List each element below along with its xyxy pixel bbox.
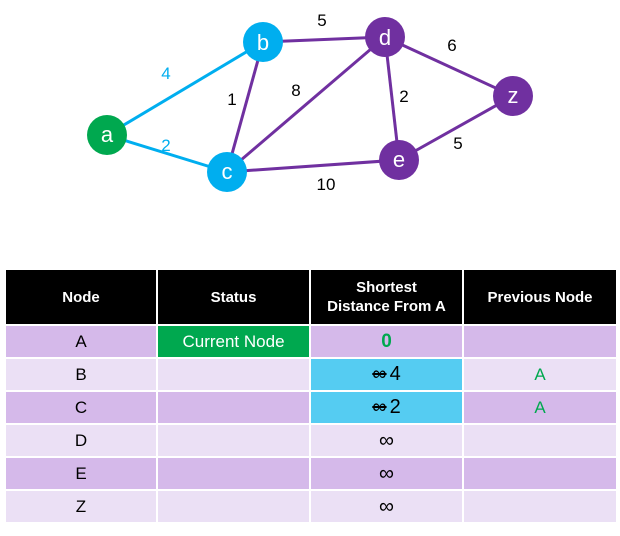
cell-status: [156, 423, 311, 458]
edge-a-b: [106, 40, 264, 137]
weight-a-c: 2: [161, 136, 170, 155]
node-a-label: a: [101, 122, 114, 147]
cell-distance: ∞2: [309, 390, 464, 425]
distance-value: ∞: [379, 461, 394, 485]
node-z: z: [493, 76, 533, 116]
edge-a-c: [106, 133, 228, 174]
node-c: c: [207, 152, 247, 192]
table-row: D ∞: [4, 423, 618, 458]
node-d-label: d: [379, 25, 391, 50]
edge-c-e: [226, 158, 400, 174]
node-e-circle: [379, 140, 419, 180]
distance-value: 4: [389, 363, 401, 385]
node-e: e: [379, 140, 419, 180]
cell-node: D: [4, 423, 158, 458]
cell-status: [156, 489, 311, 524]
node-c-label: c: [222, 159, 233, 184]
cell-status: [156, 456, 311, 491]
cell-node: C: [4, 390, 158, 425]
header-previous: Previous Node: [462, 268, 618, 326]
weight-b-c: 1: [227, 90, 236, 109]
edge-d-e: [383, 36, 401, 161]
distance-value: 0: [381, 330, 392, 352]
cell-distance: ∞: [309, 489, 464, 524]
node-d-circle: [365, 17, 405, 57]
graph-diagram: 4 2 1 5 8 10 2 6 5 a b c d e z: [87, 11, 533, 194]
table-row: E ∞: [4, 456, 618, 491]
distance-value: ∞: [379, 494, 394, 518]
cell-node: Z: [4, 489, 158, 524]
edge-b-c: [225, 41, 265, 173]
header-status: Status: [156, 268, 311, 326]
weight-d-e: 2: [399, 87, 408, 106]
distance-old-value: ∞: [372, 396, 387, 418]
node-z-label: z: [508, 83, 519, 108]
header-distance-line2: Distance From A: [327, 298, 446, 315]
cell-status: Current Node: [156, 324, 311, 359]
cell-distance: 0: [309, 324, 464, 359]
cell-distance: ∞: [309, 456, 464, 491]
header-distance: Shortest Distance From A: [309, 268, 464, 326]
edge-d-z: [384, 35, 514, 98]
distance-old-value: ∞: [372, 363, 387, 385]
table-row: Z ∞: [4, 489, 618, 524]
header-node: Node: [4, 268, 158, 326]
cell-node: A: [4, 324, 158, 359]
cell-previous: [462, 456, 618, 491]
table-row: A Current Node 0: [4, 324, 618, 359]
previous-value: A: [534, 397, 546, 417]
cell-previous: [462, 423, 618, 458]
node-z-circle: [493, 76, 533, 116]
cell-previous: [462, 489, 618, 524]
cell-distance: ∞4: [309, 357, 464, 392]
weight-e-z: 5: [453, 134, 462, 153]
weight-c-d: 8: [291, 81, 300, 100]
node-b: b: [243, 22, 283, 62]
cell-previous: A: [462, 357, 618, 392]
cell-previous: A: [462, 390, 618, 425]
table-row: B ∞4 A: [4, 357, 618, 392]
cell-node: E: [4, 456, 158, 491]
edge-e-z: [398, 94, 514, 162]
table-header-row: Node Status Shortest Distance From A Pre…: [4, 268, 618, 326]
cell-node: B: [4, 357, 158, 392]
dijkstra-table: Node Status Shortest Distance From A Pre…: [4, 268, 618, 524]
weight-d-z: 6: [447, 36, 456, 55]
header-distance-line1: Shortest: [356, 279, 417, 296]
cell-status: [156, 357, 311, 392]
node-c-circle: [207, 152, 247, 192]
node-b-label: b: [257, 30, 269, 55]
node-a-circle: [87, 115, 127, 155]
cell-status: [156, 390, 311, 425]
edge-c-d: [226, 35, 386, 174]
cell-distance: ∞: [309, 423, 464, 458]
edge-b-d: [262, 35, 386, 44]
previous-value: A: [534, 364, 546, 384]
weight-b-d: 5: [317, 11, 326, 30]
table-row: C ∞2 A: [4, 390, 618, 425]
distance-value: 2: [389, 396, 401, 418]
weight-c-e: 10: [317, 175, 336, 194]
cell-previous: [462, 324, 618, 359]
node-e-label: e: [393, 147, 405, 172]
distance-value: ∞: [379, 428, 394, 452]
node-a: a: [87, 115, 127, 155]
weight-a-b: 4: [161, 64, 170, 83]
node-b-circle: [243, 22, 283, 62]
node-d: d: [365, 17, 405, 57]
